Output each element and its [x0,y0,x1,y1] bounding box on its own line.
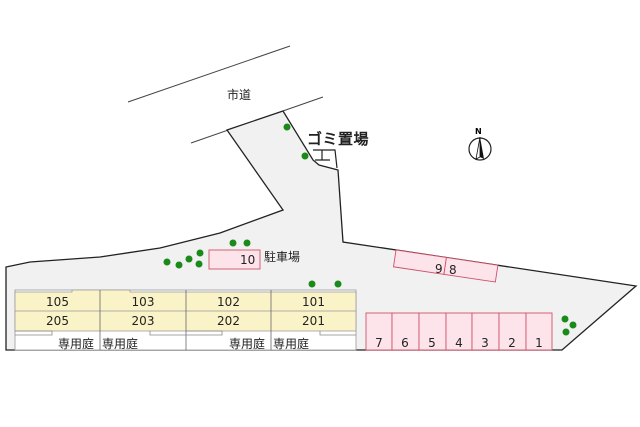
private-garden-1: 専用庭 [58,337,95,351]
garbage-area-label: ゴミ置場 [307,130,370,148]
stall-number-5: 5 [428,336,436,350]
private-garden-3: 専用庭 [229,337,266,351]
apartment-building [14,289,357,351]
unit-101: 101 [302,295,325,309]
road-line-upper [127,45,291,103]
parking-label: 駐車場 [264,250,301,264]
private-garden-2: 専用庭 [102,337,139,351]
stall-number-4: 4 [455,336,463,350]
unit-102: 102 [217,295,240,309]
parking-stalls-row [365,312,553,351]
private-garden-4: 専用庭 [273,337,310,351]
unit-103: 103 [131,295,155,309]
stall-number-8: 8 [449,263,457,277]
stall-number-1: 1 [535,336,543,350]
stall-number-2: 2 [508,336,516,350]
parking-stalls-angled [392,249,499,283]
north-label: N [475,127,482,136]
unit-203: 203 [131,314,155,328]
stall-number-3: 3 [481,336,489,350]
unit-201: 201 [302,314,325,328]
stall-number-7: 7 [375,336,383,350]
stall-number-10: 10 [240,253,256,267]
unit-202: 202 [217,314,240,328]
stall-number-6: 6 [401,336,409,350]
unit-105: 105 [46,295,69,309]
stall-number-9: 9 [435,262,443,276]
parking-stall-10 [208,249,261,270]
garbage-area-shape [313,149,338,169]
north-arrow: N [466,127,494,163]
compass-icon [468,136,492,161]
road-label: 市道 [227,88,252,102]
unit-205: 205 [46,314,69,328]
trees [163,123,577,336]
